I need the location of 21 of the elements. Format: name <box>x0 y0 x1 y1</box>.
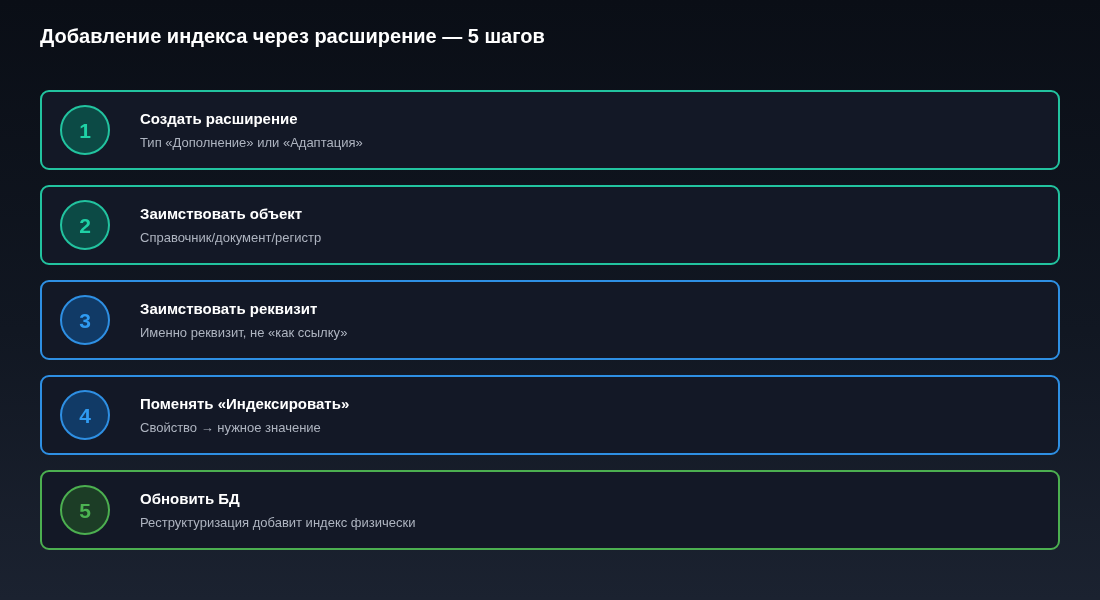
step-number: 1 <box>60 105 110 155</box>
step-number: 2 <box>60 200 110 250</box>
step-number: 5 <box>60 485 110 535</box>
step-card <box>40 185 1060 265</box>
step-description: Тип «Дополнение» или «Адаптация» <box>140 135 363 150</box>
step-description: Свойство → нужное значение <box>140 420 321 435</box>
step-title: Создать расширение <box>140 110 298 127</box>
step-card <box>40 375 1060 455</box>
step-card <box>40 90 1060 170</box>
step-description: Справочник/документ/регистр <box>140 230 322 245</box>
step-title: Заимствовать реквизит <box>140 300 318 317</box>
step-card <box>40 470 1060 550</box>
step-card <box>40 280 1060 360</box>
step-title: Поменять «Индексировать» <box>140 395 350 412</box>
step-title: Заимствовать объект <box>140 205 303 222</box>
step-number: 4 <box>60 390 110 440</box>
step-title: Обновить БД <box>140 490 240 507</box>
step-description: Реструктуризация добавит индекс физически <box>140 515 416 530</box>
step-number: 3 <box>60 295 110 345</box>
page-title: Добавление индекса через расширение — 5 шагов <box>40 25 545 48</box>
step-description: Именно реквизит, не «как ссылку» <box>140 325 348 340</box>
